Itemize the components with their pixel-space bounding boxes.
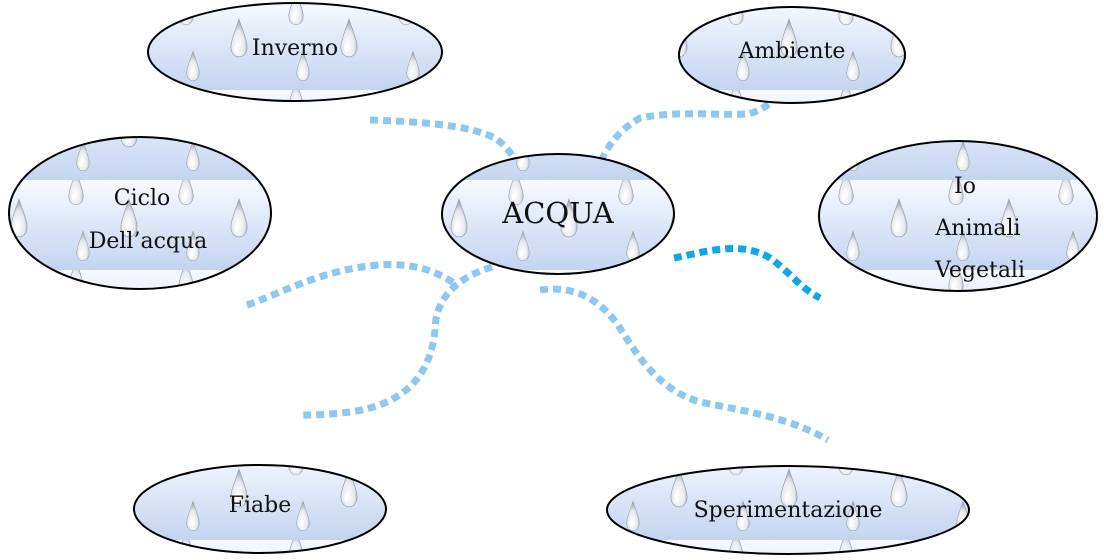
node-ambiente-label: Ambiente bbox=[738, 39, 846, 64]
node-sperimentazione[interactable]: Sperimentazione bbox=[606, 465, 970, 555]
connector-io bbox=[673, 245, 822, 302]
node-io-animali-vegetali[interactable]: Io Animali Vegetali bbox=[818, 140, 1098, 292]
connector-ciclo bbox=[245, 261, 459, 309]
node-io-line2: Animali bbox=[934, 216, 1020, 241]
connector-ambiente bbox=[588, 93, 781, 187]
node-inverno[interactable]: Inverno bbox=[147, 2, 443, 102]
node-ambiente[interactable]: Ambiente bbox=[678, 6, 906, 104]
node-io-line3: Vegetali bbox=[934, 258, 1025, 283]
connector-fiabe bbox=[299, 263, 494, 419]
node-fiabe[interactable]: Fiabe bbox=[133, 464, 387, 554]
node-ciclo[interactable]: Ciclo Dell’acqua bbox=[8, 136, 272, 290]
center-label: ACQUA bbox=[501, 196, 614, 230]
node-sperimentazione-label: Sperimentazione bbox=[694, 498, 883, 523]
node-ciclo-line1: Ciclo bbox=[114, 186, 170, 211]
node-ciclo-line2: Dell’acqua bbox=[89, 229, 208, 254]
connector-sperimentazione bbox=[539, 285, 830, 444]
node-inverno-label: Inverno bbox=[252, 36, 338, 61]
node-fiabe-label: Fiabe bbox=[229, 493, 292, 518]
node-acqua-center[interactable]: ACQUA bbox=[441, 153, 675, 275]
node-io-line1: Io bbox=[954, 174, 976, 199]
